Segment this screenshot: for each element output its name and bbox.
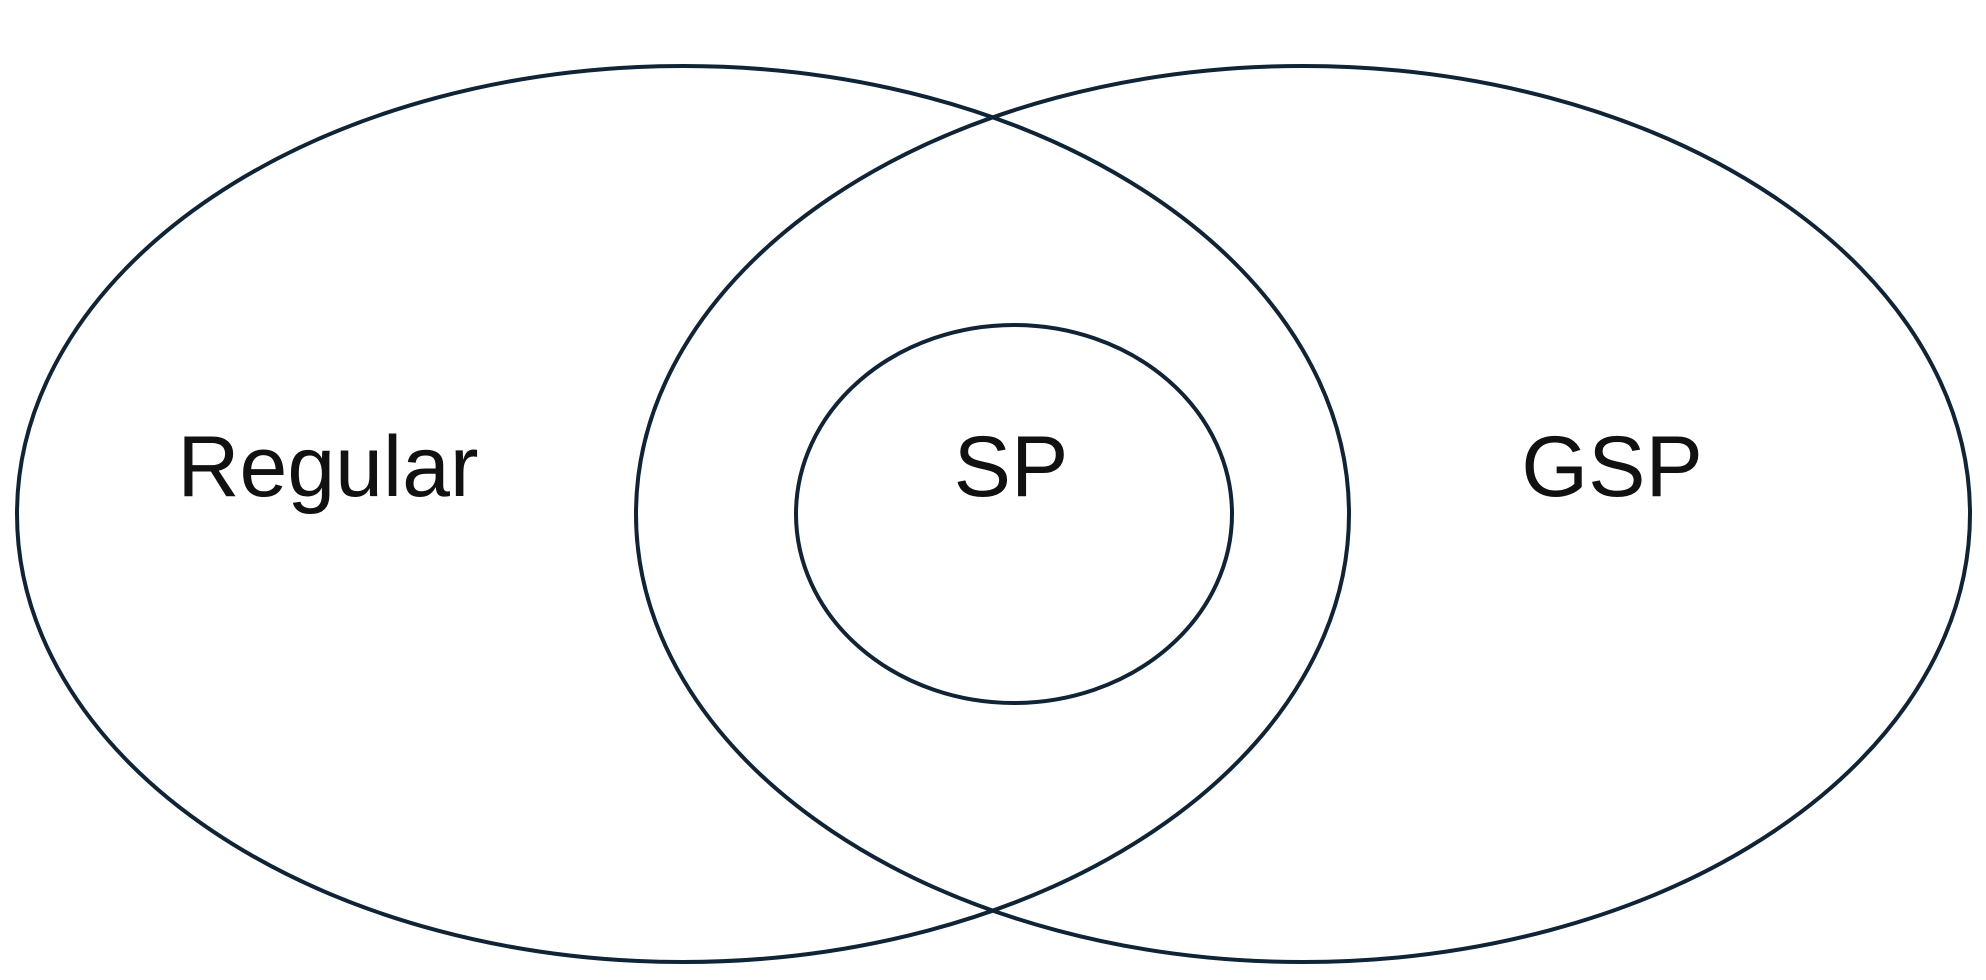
gsp-set-label: GSP [1521,419,1703,515]
regular-set-label: Regular [177,419,478,515]
sp-set-ellipse [794,323,1234,705]
regular-set-ellipse [15,64,1351,964]
sp-set-label: SP [954,419,1069,515]
set-labels: Regular SP GSP [177,419,1702,515]
set-outlines [15,64,1972,964]
gsp-set-ellipse [634,64,1972,964]
